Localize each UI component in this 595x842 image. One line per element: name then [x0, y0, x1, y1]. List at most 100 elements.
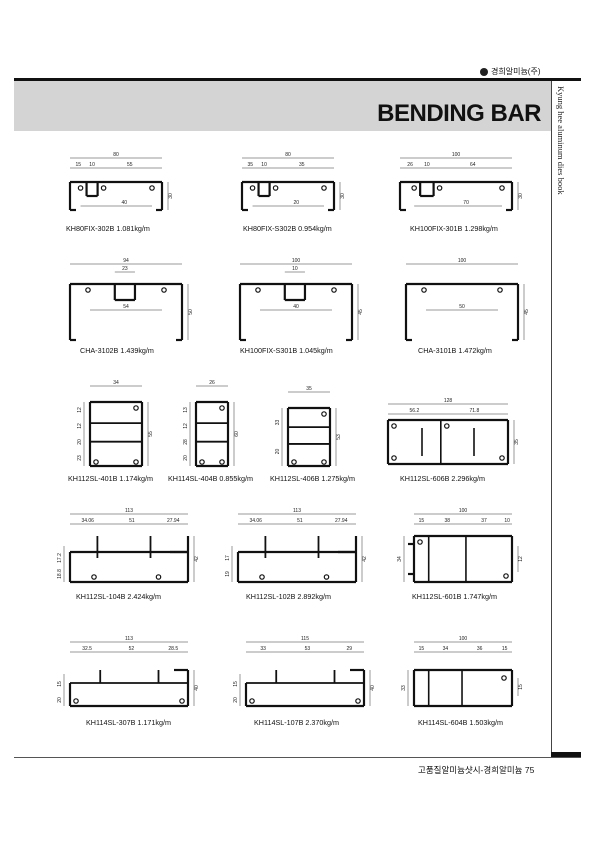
profile-caption: KH112SL-102B 2.892kg/m: [246, 592, 331, 601]
dimension-label: 20: [233, 697, 239, 703]
screw-boss: [149, 185, 155, 191]
dimension-label: 15: [57, 681, 63, 687]
profile-caption: KH114SL-107B 2.370kg/m: [254, 718, 339, 727]
screw-boss: [219, 459, 225, 465]
screw-boss: [219, 405, 225, 411]
dimension-label: 56.2: [410, 408, 420, 414]
dimension-label: 26: [407, 162, 413, 168]
screw-boss: [421, 287, 427, 293]
dimension-label: 10: [261, 162, 267, 168]
dimension-label: 18.8: [57, 569, 63, 579]
dimension-label: 36: [477, 646, 483, 652]
page-footer: 고품질알미늄샷시-경희알미늄 75: [418, 765, 535, 775]
screw-boss: [503, 573, 509, 579]
screw-boss: [249, 185, 256, 191]
dimension-label: 20: [77, 439, 83, 445]
side-rule: [551, 81, 552, 753]
dimension-label: 19: [225, 571, 231, 577]
dimension-label: 23: [122, 266, 128, 272]
screw-boss: [133, 459, 139, 465]
dimension-label: 20: [183, 455, 189, 461]
profile-caption: KH114SL-307B 1.171kg/m: [86, 718, 171, 727]
side-tab-marker: [551, 752, 581, 757]
screw-boss: [355, 698, 361, 704]
screw-boss: [499, 455, 505, 461]
screw-boss: [497, 287, 503, 293]
dimension-label: 34: [397, 556, 403, 562]
side-book-title: Kyung hee aluminum dies book: [556, 86, 566, 195]
dimension-label: 15: [502, 646, 508, 652]
screw-boss: [199, 459, 205, 465]
dimension-label: 37: [481, 518, 487, 524]
dimension-label: 42: [194, 556, 200, 562]
dimension-label: 10: [89, 162, 95, 168]
dimension-label: 20: [57, 697, 63, 703]
dimension-label: 12: [77, 407, 83, 413]
dimension-label: 35: [299, 162, 305, 168]
dimension-label: 100: [292, 258, 301, 264]
screw-boss: [85, 287, 91, 293]
dimension-label: 53: [305, 646, 311, 652]
dimension-label: 52: [129, 646, 135, 652]
dimension-label: 33: [401, 685, 407, 691]
dimension-label: 32.5: [82, 646, 92, 652]
screw-boss: [255, 287, 261, 293]
screw-boss: [272, 185, 279, 191]
dimension-label: 20: [293, 200, 299, 206]
dimension-label: 50: [188, 309, 194, 315]
dimension-label: 34: [113, 380, 119, 386]
screw-boss: [391, 455, 397, 461]
profile-caption: CHA-3101B 1.472kg/m: [418, 346, 492, 355]
dimension-label: 15: [419, 646, 425, 652]
dimension-label: 20: [275, 449, 281, 455]
profile-cross-section-diagram: 80 35 10 35 20 30: [240, 152, 346, 212]
dimension-label: 28.5: [168, 646, 178, 652]
dimension-label: 13: [183, 407, 189, 413]
dimension-label: 30: [340, 193, 346, 199]
dimension-label: 30: [168, 193, 174, 199]
dimension-label: 35: [514, 439, 520, 445]
screw-boss: [155, 574, 162, 580]
dimension-label: 100: [458, 258, 467, 264]
dimension-label: 38: [445, 518, 451, 524]
dimension-label: 34: [443, 646, 449, 652]
dimension-label: 33: [260, 646, 266, 652]
dimension-label: 10: [504, 518, 510, 524]
screw-boss: [444, 423, 450, 429]
dimension-label: 113: [125, 636, 133, 642]
profile-caption: KH112SL-606B 2.296kg/m: [400, 474, 485, 483]
top-rule: [14, 78, 581, 81]
dimension-label: 71.8: [470, 408, 480, 414]
dimension-label: 115: [301, 636, 309, 642]
dimension-label: 10: [424, 162, 430, 168]
dimension-label: 30: [518, 193, 524, 199]
profile-caption: KH112SL-406B 1.275kg/m: [270, 474, 355, 483]
dimension-label: 27.94: [167, 518, 180, 524]
screw-boss: [436, 185, 443, 191]
screw-boss: [91, 574, 97, 580]
dimension-label: 35: [247, 162, 253, 168]
profile-caption: KH100FIX-301B 1.298kg/m: [410, 224, 498, 233]
dimension-label: 12: [183, 423, 189, 429]
title-band: [14, 81, 551, 131]
bottom-rule: [14, 757, 581, 758]
dimension-label: 80: [285, 152, 291, 158]
